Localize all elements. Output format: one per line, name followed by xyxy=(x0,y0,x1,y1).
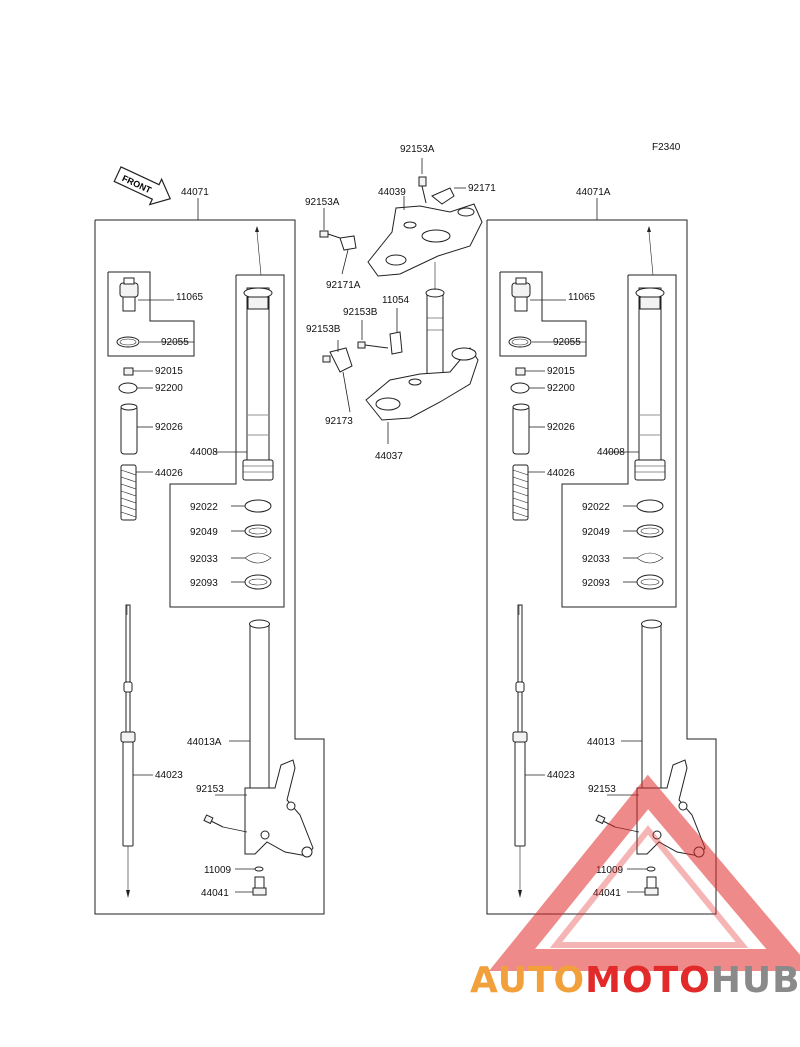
label-upper-clamp: 44039 xyxy=(378,187,406,198)
label-drain-bolt: 44041 xyxy=(593,888,621,899)
label-ring: 92022 xyxy=(582,502,610,513)
label-collar: 92026 xyxy=(547,422,575,433)
watermark-part3: HUB xyxy=(710,960,800,1001)
label-cap: 11065 xyxy=(176,292,204,303)
steering-assembly xyxy=(319,158,483,444)
label-bolt-left: 92153A xyxy=(305,197,340,208)
watermark-text: AUTOMOTOHUB xyxy=(470,960,800,1001)
label-gasket: 11009 xyxy=(204,865,232,876)
label-dust-seal: 92093 xyxy=(582,578,610,589)
label-bracket-top: 92171 xyxy=(468,183,496,194)
left-fork-labels: 44071 11065 92055 92015 92200 92026 4402… xyxy=(155,187,232,899)
label-right-assembly: 44071A xyxy=(576,187,611,198)
front-arrow-icon: FRONT xyxy=(113,166,172,206)
right-fork-assembly xyxy=(486,219,717,915)
label-oil-seal: 92049 xyxy=(190,527,218,538)
label-inner-tube: 44013A xyxy=(187,737,222,748)
label-bracket-left: 92171A xyxy=(326,280,361,291)
label-hose-clamp: 92173 xyxy=(325,416,353,427)
label-oring: 92055 xyxy=(553,337,581,348)
right-fork-labels: 44071A 11065 92055 92015 92200 92026 440… xyxy=(547,187,625,899)
label-nut: 92015 xyxy=(155,366,183,377)
watermark-part1: AUTO xyxy=(470,960,586,1001)
label-inner-tube: 44013 xyxy=(587,737,615,748)
label-bolt-top: 92153A xyxy=(400,144,435,155)
label-stop-ring: 92033 xyxy=(582,554,610,565)
label-damper-rod: 44023 xyxy=(547,770,575,781)
label-spring: 44026 xyxy=(547,468,575,479)
automotohub-watermark-logo xyxy=(488,774,800,971)
label-left-assembly: 44071 xyxy=(181,187,209,198)
label-washer: 92200 xyxy=(155,383,183,394)
label-cap: 11065 xyxy=(568,292,596,303)
steering-labels: F2340 92153A 92171 44039 92153A 92171A 1… xyxy=(305,142,681,462)
label-bolt-b2: 92153B xyxy=(306,324,341,335)
label-outer-tube: 44008 xyxy=(597,447,625,458)
label-outer-tube: 44008 xyxy=(190,447,218,458)
label-bolt-b1: 92153B xyxy=(343,307,378,318)
label-stop-ring: 92033 xyxy=(190,554,218,565)
label-ring: 92022 xyxy=(190,502,218,513)
label-washer: 92200 xyxy=(547,383,575,394)
label-stem-seal: 11054 xyxy=(382,295,410,306)
figure-code: F2340 xyxy=(652,142,681,153)
label-oring: 92055 xyxy=(161,337,189,348)
label-bolt: 92153 xyxy=(196,784,224,795)
label-oil-seal: 92049 xyxy=(582,527,610,538)
label-collar: 92026 xyxy=(155,422,183,433)
label-dust-seal: 92093 xyxy=(190,578,218,589)
left-fork-assembly xyxy=(94,219,325,915)
label-lower-clamp: 44037 xyxy=(375,451,403,462)
watermark-part2: MOTO xyxy=(585,960,711,1001)
label-nut: 92015 xyxy=(547,366,575,377)
label-spring: 44026 xyxy=(155,468,183,479)
label-gasket: 11009 xyxy=(596,865,624,876)
label-bolt: 92153 xyxy=(588,784,616,795)
label-damper-rod: 44023 xyxy=(155,770,183,781)
label-drain-bolt: 44041 xyxy=(201,888,229,899)
